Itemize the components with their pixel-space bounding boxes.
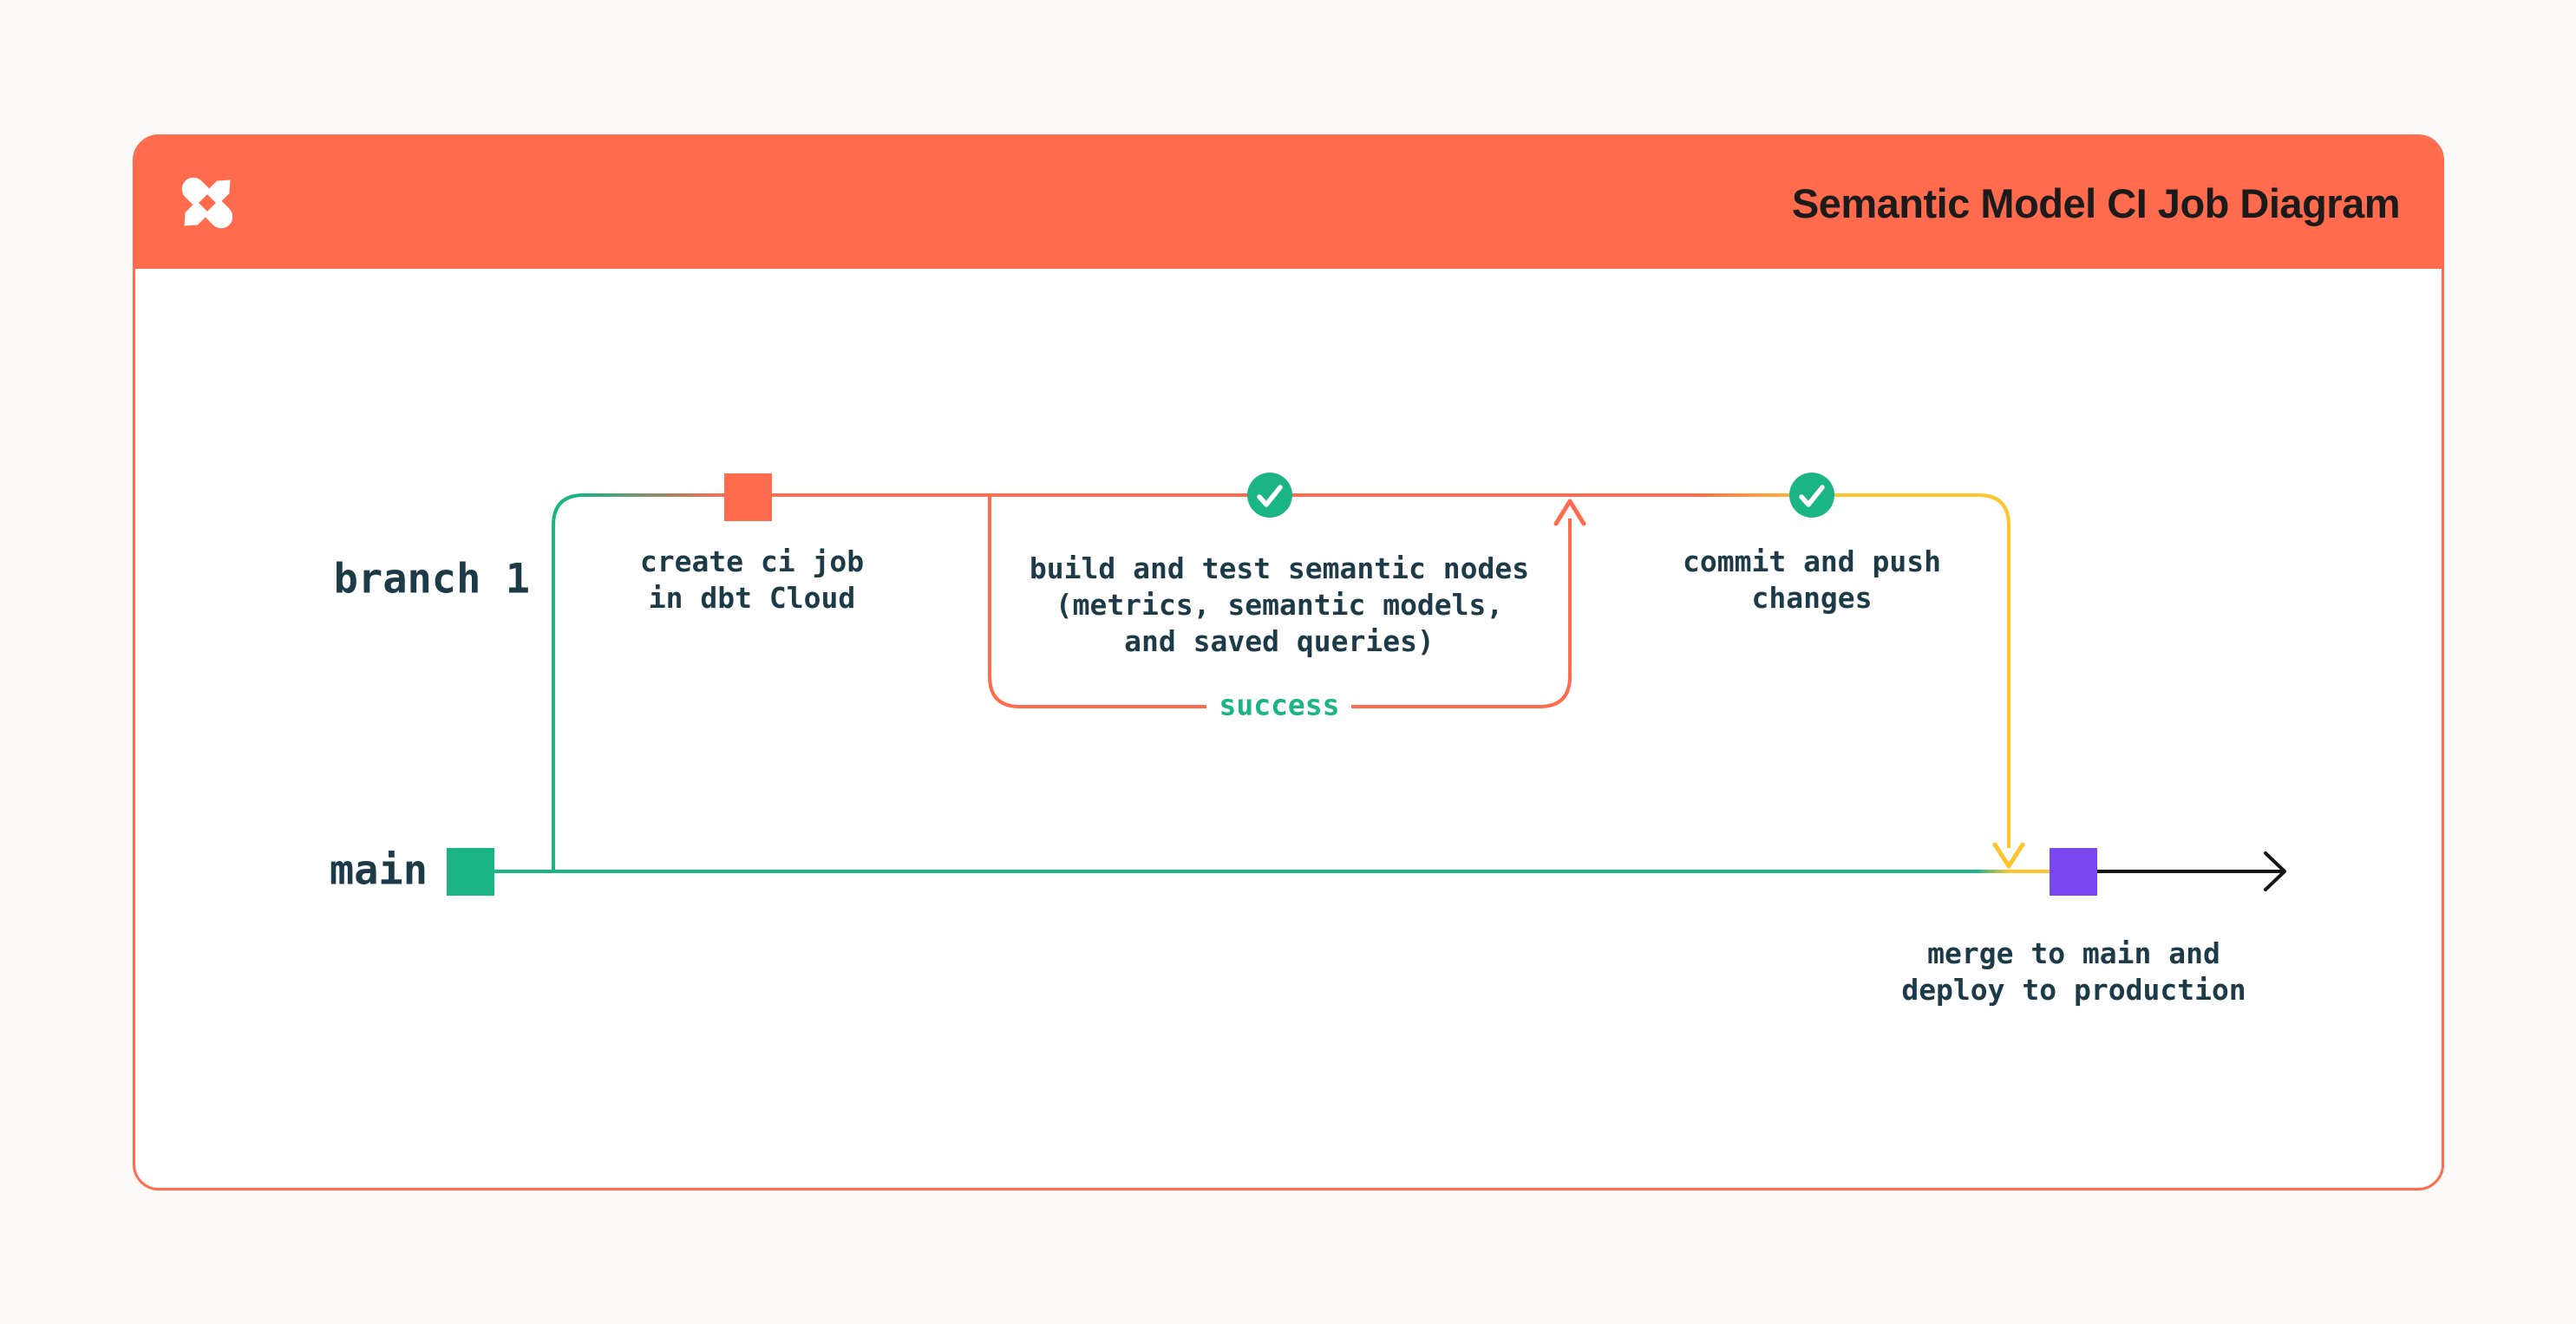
check-icon [1799,485,1825,507]
branch1-label: branch 1 [333,555,530,603]
header-bar: Semantic Model CI Job Diagram [135,137,2442,269]
merge-commit-square [2050,848,2097,896]
header-title: Semantic Model CI Job Diagram [1791,179,2401,226]
success-label: success [1219,688,1340,722]
node-label-commit-push: commit and push changes [1682,545,1942,615]
branch1-fork-line [552,493,585,871]
commit-push-check-badge [1789,473,1834,518]
success-loop-right [1351,519,1572,708]
diagram-card: branch 1 main create ci job in dbt Cloud… [133,134,2444,1190]
node-label-merge-deploy: merge to main and deploy to production [1901,936,2246,1007]
diagram-canvas: branch 1 main create ci job in dbt Cloud… [135,137,2442,1188]
main-start-commit-square [447,848,494,896]
check-circle [1247,473,1292,518]
build-test-check-badge [1247,473,1292,518]
success-loop-left [988,497,1206,708]
check-icon [1257,485,1283,507]
merge-arrow-head-icon [1992,842,2025,869]
check-circle [1789,473,1834,518]
production-arrow-head-icon [2264,851,2286,891]
create-ci-job-commit-square [724,473,772,521]
git-graph [447,473,2286,896]
dbt-logo-icon [181,177,233,229]
success-arrow-head-icon [1553,499,1586,526]
branch1-merge-line [1815,493,2010,848]
node-label-create-ci-job: create ci job in dbt Cloud [639,545,865,615]
main-label: main [329,846,428,895]
node-label-build-test: build and test semantic nodes (metrics, … [1029,551,1530,658]
